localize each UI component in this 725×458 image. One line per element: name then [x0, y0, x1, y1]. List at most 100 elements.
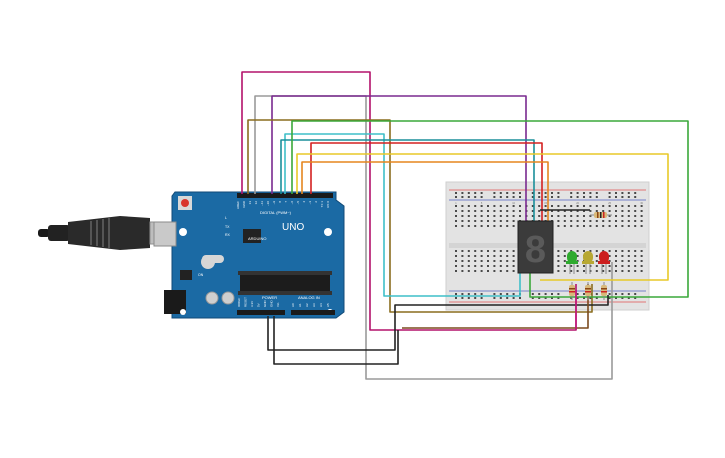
breadboard-hole[interactable]: [512, 225, 515, 227]
breadboard-hole[interactable]: [493, 250, 496, 252]
breadboard-hole[interactable]: [608, 225, 611, 227]
breadboard-hole[interactable]: [512, 215, 515, 217]
breadboard-hole[interactable]: [563, 205, 566, 207]
breadboard-rail-hole[interactable]: [461, 192, 464, 194]
breadboard-hole[interactable]: [467, 265, 470, 267]
breadboard-rail-hole[interactable]: [519, 192, 521, 194]
breadboard-hole[interactable]: [557, 265, 560, 267]
wire-yellow[interactable]: [296, 153, 669, 281]
breadboard-rail-hole[interactable]: [499, 297, 502, 299]
breadboard-rail-hole[interactable]: [589, 297, 592, 299]
breadboard-hole[interactable]: [634, 220, 637, 222]
breadboard-hole[interactable]: [499, 265, 502, 267]
breadboard-hole[interactable]: [455, 205, 457, 207]
breadboard-rail-hole[interactable]: [615, 293, 617, 295]
breadboard-hole[interactable]: [570, 225, 573, 227]
breadboard-hole[interactable]: [499, 210, 502, 212]
breadboard-hole[interactable]: [602, 270, 605, 272]
wire-olive[interactable]: [247, 119, 593, 313]
breadboard-hole[interactable]: [474, 225, 477, 227]
breadboard-rail-hole[interactable]: [583, 192, 585, 194]
breadboard-rail-hole[interactable]: [512, 297, 515, 299]
breadboard-rail-hole[interactable]: [551, 196, 553, 198]
power-header[interactable]: [237, 310, 285, 315]
breadboard-rail-hole[interactable]: [499, 196, 502, 198]
breadboard-hole[interactable]: [506, 225, 509, 227]
breadboard-hole[interactable]: [634, 250, 637, 252]
breadboard-hole[interactable]: [589, 220, 592, 222]
breadboard-hole[interactable]: [506, 260, 509, 262]
breadboard-hole[interactable]: [621, 270, 624, 272]
breadboard-hole[interactable]: [499, 260, 502, 262]
breadboard-hole[interactable]: [474, 265, 477, 267]
breadboard-rail-hole[interactable]: [627, 192, 630, 194]
resistor-red[interactable]: [601, 282, 607, 300]
breadboard-hole[interactable]: [512, 265, 515, 267]
breadboard-rail-hole[interactable]: [467, 293, 470, 295]
breadboard-hole[interactable]: [499, 205, 502, 207]
breadboard-hole[interactable]: [621, 215, 624, 217]
breadboard-hole[interactable]: [621, 265, 624, 267]
breadboard-hole[interactable]: [576, 215, 579, 217]
breadboard-rail-hole[interactable]: [583, 297, 585, 299]
breadboard-hole[interactable]: [576, 265, 579, 267]
breadboard-rail-hole[interactable]: [474, 293, 477, 295]
breadboard-rail-hole[interactable]: [557, 192, 560, 194]
breadboard-hole[interactable]: [627, 260, 630, 262]
breadboard-rail-hole[interactable]: [576, 297, 579, 299]
breadboard-hole[interactable]: [551, 205, 553, 207]
breadboard-rail-hole[interactable]: [576, 196, 579, 198]
breadboard-hole[interactable]: [615, 205, 617, 207]
breadboard-hole[interactable]: [602, 250, 605, 252]
breadboard-hole[interactable]: [627, 250, 630, 252]
breadboard-hole[interactable]: [544, 215, 547, 217]
breadboard-hole[interactable]: [608, 210, 611, 212]
breadboard-hole[interactable]: [640, 220, 643, 222]
breadboard-hole[interactable]: [487, 265, 489, 267]
breadboard-hole[interactable]: [480, 265, 483, 267]
breadboard-hole[interactable]: [480, 250, 483, 252]
breadboard-hole[interactable]: [576, 220, 579, 222]
breadboard-hole[interactable]: [634, 255, 637, 257]
breadboard-hole[interactable]: [627, 205, 630, 207]
breadboard-hole[interactable]: [461, 215, 464, 217]
resistor-top[interactable]: [590, 212, 612, 218]
breadboard-hole[interactable]: [467, 270, 470, 272]
breadboard-rail-hole[interactable]: [557, 293, 560, 295]
breadboard-rail-hole[interactable]: [544, 196, 547, 198]
breadboard-hole[interactable]: [538, 215, 541, 217]
breadboard-hole[interactable]: [474, 260, 477, 262]
breadboard-rail-hole[interactable]: [531, 192, 534, 194]
breadboard-rail-hole[interactable]: [634, 196, 637, 198]
breadboard-hole[interactable]: [461, 225, 464, 227]
breadboard-hole[interactable]: [557, 210, 560, 212]
breadboard-hole[interactable]: [621, 210, 624, 212]
breadboard-rail-hole[interactable]: [615, 192, 617, 194]
resistor-green[interactable]: [569, 282, 575, 300]
breadboard-hole[interactable]: [461, 210, 464, 212]
breadboard-hole[interactable]: [602, 265, 605, 267]
breadboard-hole[interactable]: [640, 265, 643, 267]
breadboard-hole[interactable]: [615, 210, 617, 212]
breadboard-rail-hole[interactable]: [557, 297, 560, 299]
breadboard-hole[interactable]: [487, 205, 489, 207]
breadboard-hole[interactable]: [621, 255, 624, 257]
breadboard-rail-hole[interactable]: [634, 192, 637, 194]
breadboard-hole[interactable]: [493, 255, 496, 257]
breadboard-hole[interactable]: [589, 225, 592, 227]
breadboard-hole[interactable]: [461, 265, 464, 267]
breadboard-hole[interactable]: [563, 215, 566, 217]
breadboard-hole[interactable]: [557, 220, 560, 222]
breadboard-hole[interactable]: [512, 260, 515, 262]
led-yellow[interactable]: [582, 251, 594, 274]
breadboard-rail-hole[interactable]: [474, 196, 477, 198]
breadboard-hole[interactable]: [557, 250, 560, 252]
breadboard-rail-hole[interactable]: [493, 192, 496, 194]
breadboard-rail-hole[interactable]: [455, 293, 457, 295]
breadboard-rail-hole[interactable]: [531, 293, 534, 295]
breadboard-hole[interactable]: [499, 255, 502, 257]
breadboard-hole[interactable]: [608, 205, 611, 207]
breadboard-hole[interactable]: [493, 225, 496, 227]
breadboard-hole[interactable]: [506, 220, 509, 222]
breadboard-hole[interactable]: [557, 255, 560, 257]
